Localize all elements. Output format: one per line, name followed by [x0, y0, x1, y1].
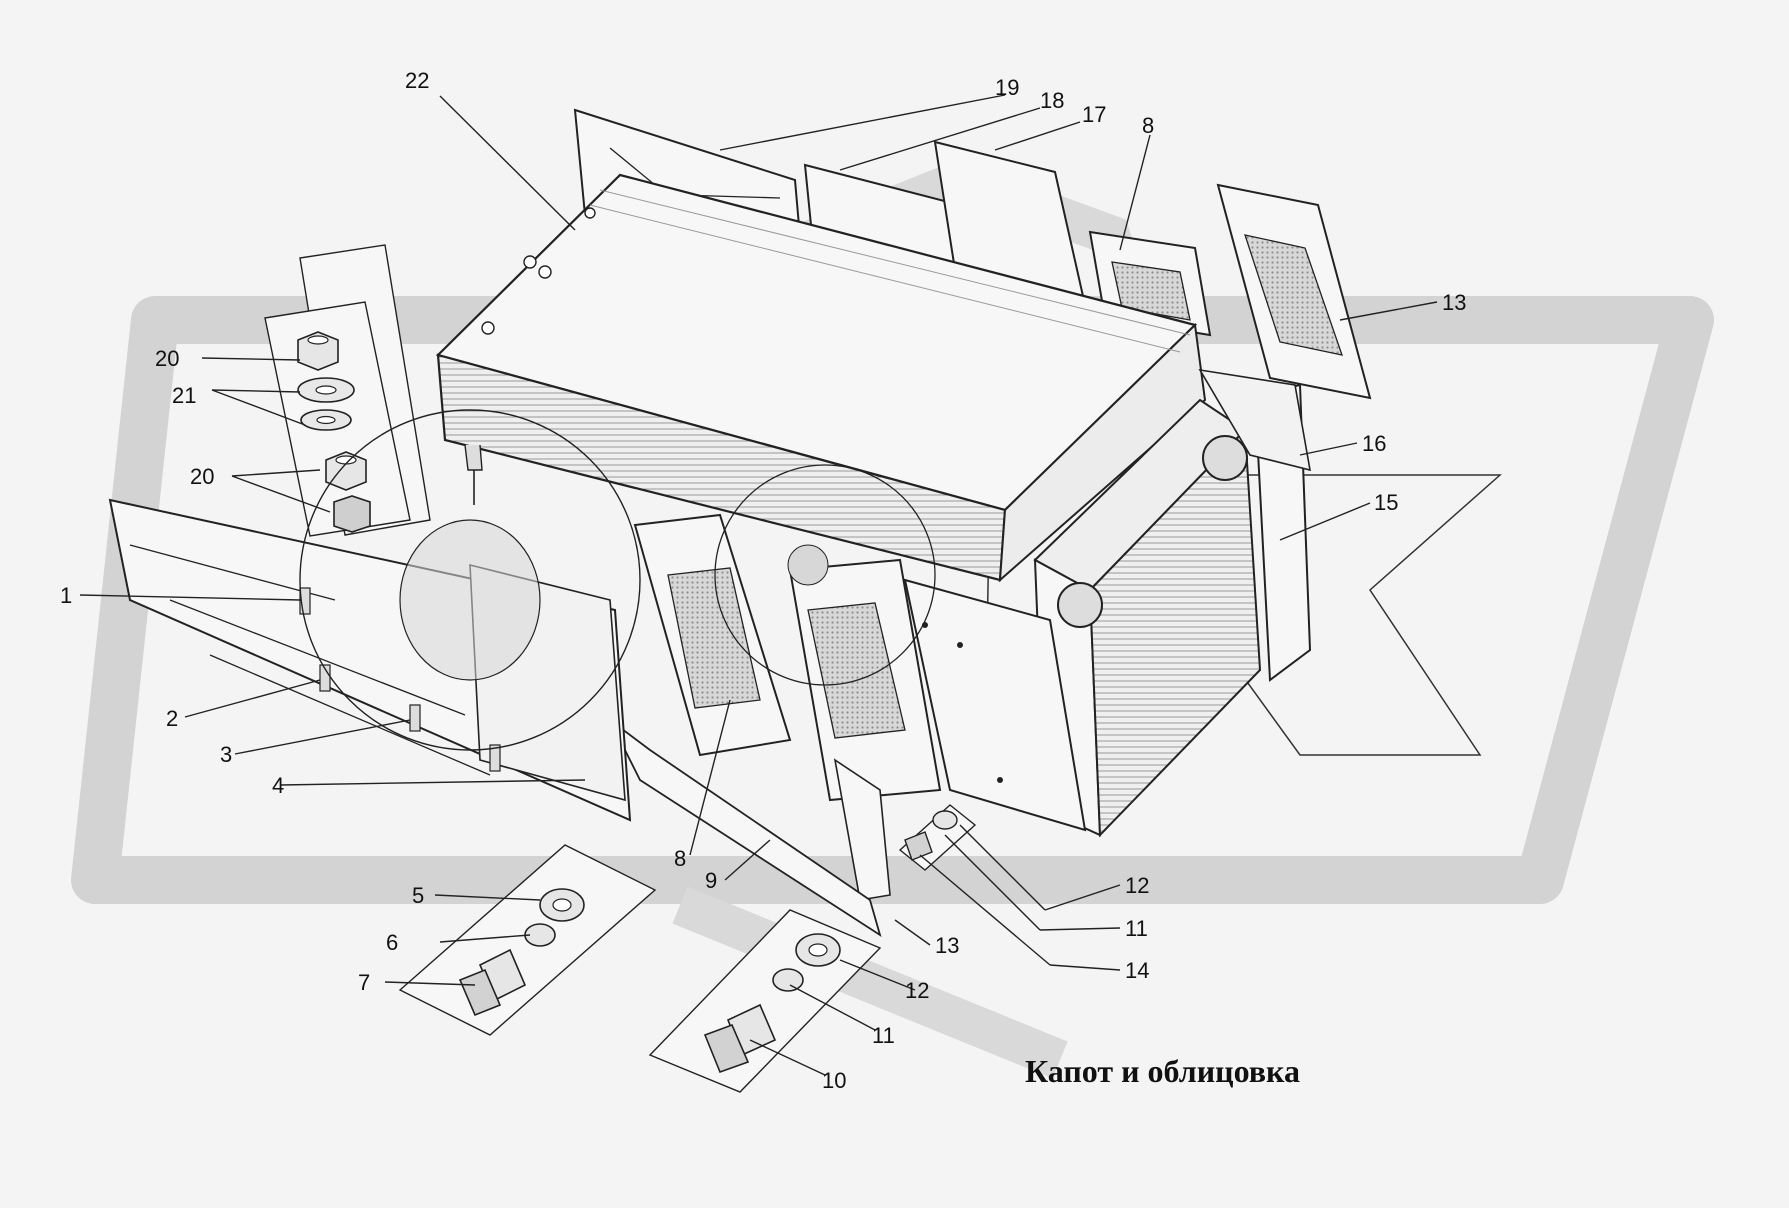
callout-15: 15 — [1374, 490, 1398, 515]
callout-5: 5 — [412, 883, 424, 908]
detail-circles — [299, 409, 936, 751]
callout-22: 22 — [405, 68, 429, 93]
hood-assembly — [435, 173, 1207, 583]
callout-13-top: 13 — [1442, 290, 1466, 315]
fastener-set-right — [648, 909, 882, 1093]
nut-20-top — [297, 331, 339, 371]
callout-7: 7 — [358, 970, 370, 995]
left-side-panels — [108, 498, 632, 822]
fastener-set-left — [398, 844, 657, 1036]
callout-8-side: 8 — [674, 846, 686, 871]
callout-12-lower: 12 — [905, 978, 929, 1003]
callout-9: 9 — [705, 868, 717, 893]
callout-18: 18 — [1040, 88, 1064, 113]
callout-14: 14 — [1125, 958, 1149, 983]
bolt-14 — [898, 804, 977, 871]
callout-19: 19 — [995, 75, 1019, 100]
hatch-13-top — [1216, 183, 1372, 400]
callout-1: 1 — [60, 583, 72, 608]
callout-8-top: 8 — [1142, 113, 1154, 138]
hatch-13-side — [788, 558, 942, 901]
callout-12-right: 12 — [1125, 873, 1149, 898]
leader-lines — [79, 94, 1438, 1076]
diagram-caption: Капот и облицовка — [1025, 1053, 1300, 1089]
washer-21 — [297, 377, 355, 431]
fastener-set-upper — [264, 244, 431, 537]
callout-3: 3 — [220, 742, 232, 767]
callout-6: 6 — [386, 930, 398, 955]
callout-2: 2 — [166, 706, 178, 731]
callout-13-side: 13 — [935, 933, 959, 958]
callout-21: 21 — [172, 383, 196, 408]
callout-4: 4 — [272, 773, 284, 798]
callout-11-lower: 11 — [872, 1023, 895, 1048]
callout-20-lower: 20 — [190, 464, 214, 489]
callout-11-right: 11 — [1125, 916, 1148, 941]
callout-10: 10 — [822, 1068, 846, 1093]
callout-17: 17 — [1082, 102, 1106, 127]
callout-20-top: 20 — [155, 346, 179, 371]
side-panel-9 — [609, 719, 882, 938]
callout-labels: 22 19 18 17 8 13 16 15 20 21 20 1 2 3 4 … — [60, 68, 1466, 1093]
nut-20-lower — [325, 451, 371, 533]
callout-16: 16 — [1362, 431, 1386, 456]
hatch-8-side — [633, 513, 792, 757]
